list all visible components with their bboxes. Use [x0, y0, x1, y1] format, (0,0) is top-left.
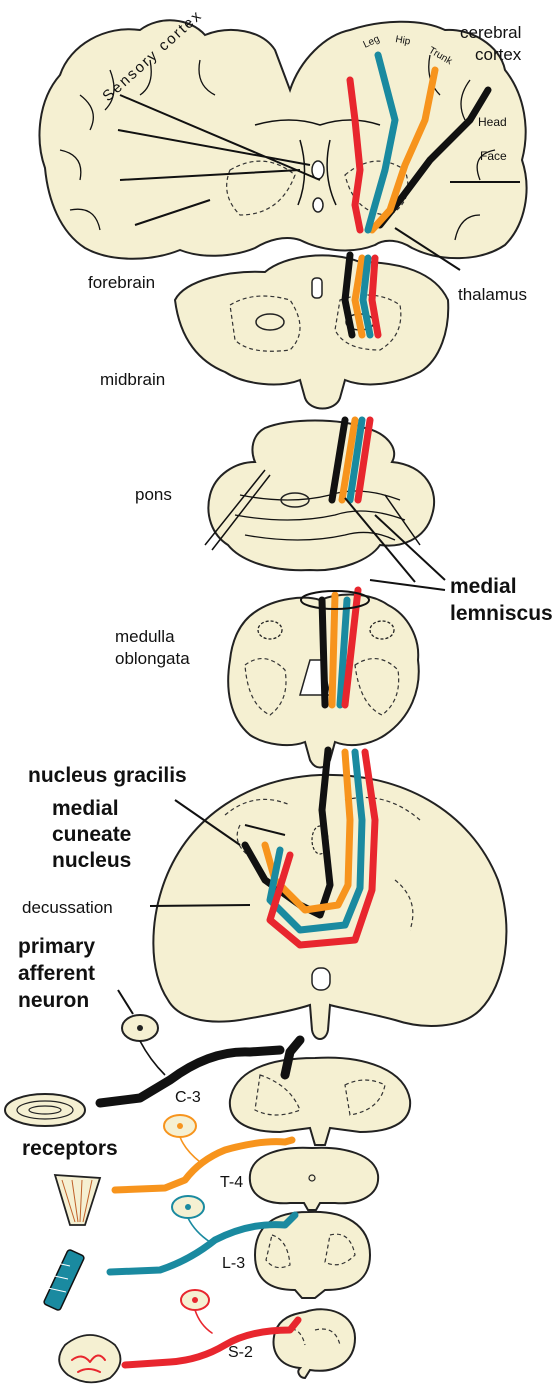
pons-section — [205, 421, 434, 571]
label-s2: S-2 — [228, 1344, 253, 1361]
label-nucleus: nucleus — [52, 849, 131, 872]
label-c3: C-3 — [175, 1089, 201, 1106]
midbrain-section — [175, 255, 448, 408]
s2-neuron-cell — [181, 1290, 212, 1333]
joint-receptor-icon — [43, 1249, 85, 1311]
l3-neuron-cell — [172, 1196, 210, 1242]
free-nerve-ending-receptor-icon — [59, 1335, 120, 1382]
pacinian-receptor-icon — [5, 1094, 85, 1126]
label-medial-2: medial — [52, 797, 119, 820]
label-oblongata: oblongata — [115, 649, 190, 668]
label-l3: L-3 — [222, 1255, 245, 1272]
label-thalamus: thalamus — [458, 285, 527, 304]
spinal-cord-c3 — [230, 1058, 410, 1145]
label-afferent: afferent — [18, 962, 95, 985]
label-forebrain: forebrain — [88, 273, 155, 292]
spinal-cord-s2 — [274, 1309, 355, 1378]
label-medial: medial — [450, 575, 517, 598]
label-lemniscus: lemniscus — [450, 602, 553, 625]
primary-afferent-neuron-cell — [122, 1015, 165, 1075]
label-cuneate: cuneate — [52, 823, 131, 846]
label-decussation: decussation — [22, 898, 113, 917]
muscle-spindle-receptor-icon — [55, 1175, 100, 1225]
label-midbrain: midbrain — [100, 370, 165, 389]
label-receptors: receptors — [22, 1137, 118, 1160]
label-t4: T-4 — [220, 1174, 243, 1191]
label-primary: primary — [18, 935, 95, 958]
label-nucleus-gracilis: nucleus gracilis — [28, 764, 187, 787]
label-head: Head — [478, 115, 507, 129]
label-face: Face — [480, 149, 507, 163]
spinal-cord-t4 — [250, 1148, 378, 1210]
label-cortex: cortex — [475, 45, 522, 64]
label-neuron: neuron — [18, 989, 89, 1012]
label-cerebral: cerebral — [460, 23, 521, 42]
t4-neuron-cell — [164, 1115, 200, 1162]
label-medulla: medulla — [115, 627, 175, 646]
label-pons: pons — [135, 485, 172, 504]
